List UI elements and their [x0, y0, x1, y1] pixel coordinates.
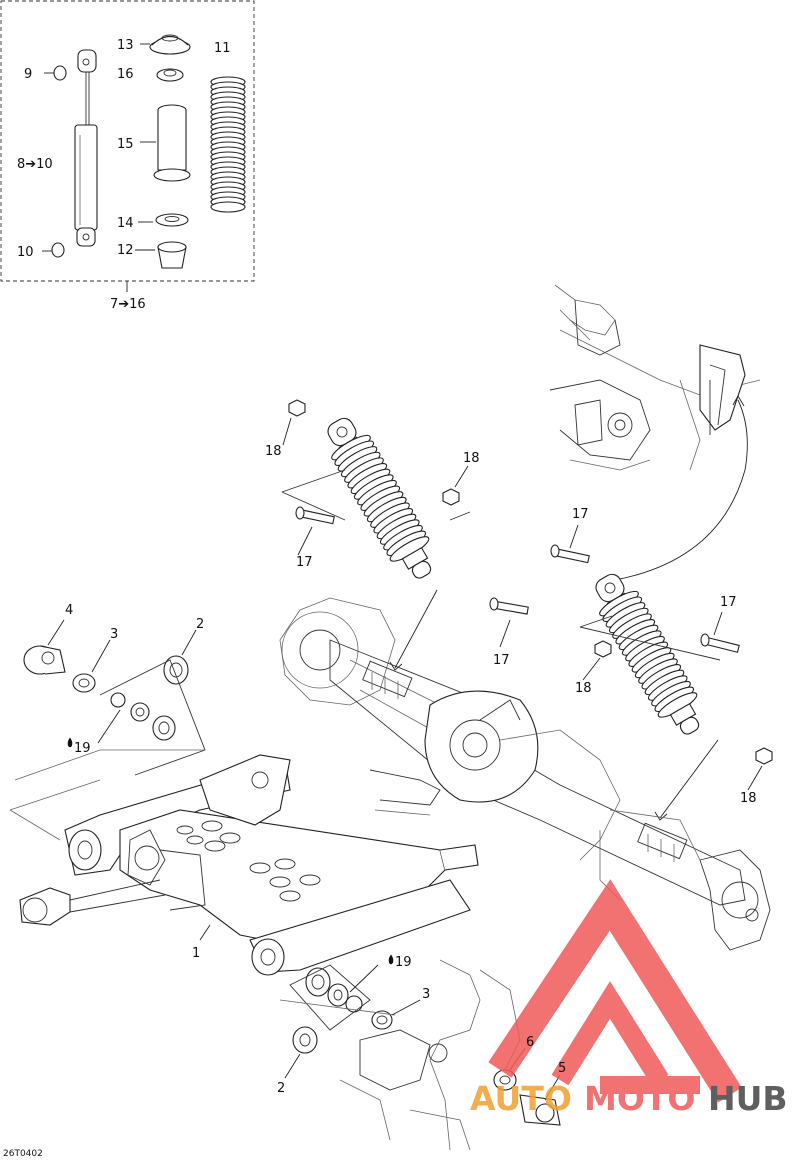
inset-box	[0, 0, 255, 292]
inset-shock-body	[74, 49, 98, 247]
callout-18-lower: 18	[740, 791, 757, 806]
callout-18-mid: 18	[463, 451, 480, 466]
callout-8-10: 8➔10	[17, 157, 53, 172]
callout-3-left: 3	[110, 627, 118, 642]
watermark-text-hub: HUB	[708, 1079, 788, 1118]
bolt-17-c	[550, 544, 590, 564]
mounting-arrow	[614, 395, 748, 581]
bolt-17-b	[489, 597, 529, 615]
nut-18-top	[288, 399, 306, 417]
callout-9: 9	[24, 67, 32, 82]
oil-drop-icon	[67, 737, 73, 748]
washer-14	[138, 213, 189, 227]
callout-17-d: 17	[720, 595, 737, 610]
callout-18-right: 18	[575, 681, 592, 696]
frame-detail	[549, 284, 761, 471]
callout-19-left: 19	[74, 741, 91, 756]
callout-6: 6	[526, 1035, 534, 1050]
callout-3-right: 3	[422, 987, 430, 1002]
swing-arm-1	[9, 754, 479, 976]
watermark-text-auto: AUTO	[470, 1079, 572, 1118]
coil-spring-11	[210, 76, 246, 213]
cap-13	[140, 34, 191, 55]
watermark-text-moto: MOTO	[584, 1079, 695, 1118]
callout-1: 1	[192, 946, 200, 961]
callout-4: 4	[65, 603, 73, 618]
inset-range-label: 7➔16	[110, 297, 146, 312]
callout-5: 5	[558, 1061, 566, 1076]
bushing-10	[42, 242, 65, 258]
nut-18-right	[594, 640, 612, 658]
callout-2-left: 2	[196, 617, 204, 632]
callout-17-c: 17	[572, 507, 589, 522]
callout-17-b: 17	[493, 653, 510, 668]
nut-18-lower	[755, 747, 773, 765]
diagram-reference-code: 26T0402	[3, 1149, 43, 1159]
bushing-9	[44, 65, 67, 81]
watermark-logo: AUTO MOTO HUB	[470, 879, 788, 1118]
callout-12: 12	[117, 243, 134, 258]
callout-2-right: 2	[277, 1081, 285, 1096]
callout-10: 10	[17, 245, 34, 260]
lower-frame	[339, 959, 561, 1151]
callout-11: 11	[214, 41, 231, 56]
washer-16	[156, 68, 184, 82]
callout-16: 16	[117, 67, 134, 82]
callout-19-right: 19	[395, 955, 412, 970]
bump-stop-15	[140, 104, 191, 182]
callout-14: 14	[117, 216, 134, 231]
callout-leaders	[47, 417, 763, 1101]
retainer-12	[135, 241, 187, 269]
callout-15: 15	[117, 137, 134, 152]
bearing-stack-left	[14, 645, 206, 781]
nut-18-mid	[442, 488, 460, 506]
callout-18-top: 18	[265, 444, 282, 459]
bolt-17-a	[295, 506, 335, 525]
spring-coil	[210, 201, 246, 213]
assembly-guide-lines	[281, 469, 721, 821]
rear-axle-assembly	[279, 597, 771, 951]
callout-13: 13	[117, 38, 134, 53]
shock-absorber-left	[327, 417, 432, 579]
oil-drop-icon	[388, 954, 394, 965]
bearing-stack-right	[279, 964, 396, 1054]
bolt-17-d	[700, 633, 740, 653]
callout-17-a: 17	[296, 555, 313, 570]
